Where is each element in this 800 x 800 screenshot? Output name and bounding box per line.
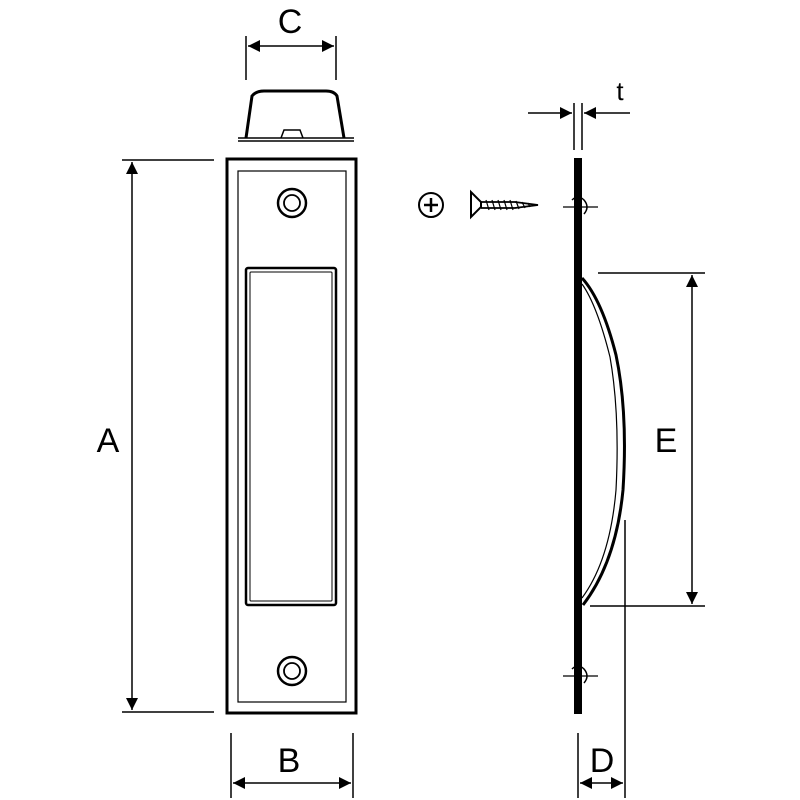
top-catch (238, 89, 354, 142)
label-c: C (278, 3, 303, 41)
side-plate (574, 158, 626, 714)
top-screw-hole (276, 187, 308, 219)
dimension-t: t (528, 76, 630, 150)
dimension-e: E (590, 272, 705, 607)
dimension-a: A (97, 159, 214, 713)
dimension-c: C (245, 3, 337, 80)
front-plate (225, 157, 358, 715)
dimension-d: D (577, 520, 626, 798)
phillips-screw-head-icon (418, 192, 444, 218)
dimension-b: B (230, 733, 354, 798)
label-e: E (655, 422, 678, 460)
bottom-screw-hole (276, 655, 308, 687)
side-screw-bottom (563, 661, 598, 689)
label-d: D (590, 742, 615, 780)
side-screw-top (563, 192, 598, 220)
label-b: B (278, 742, 301, 780)
label-a: A (97, 422, 120, 460)
label-t: t (616, 76, 624, 106)
wood-screw-icon (470, 189, 539, 220)
